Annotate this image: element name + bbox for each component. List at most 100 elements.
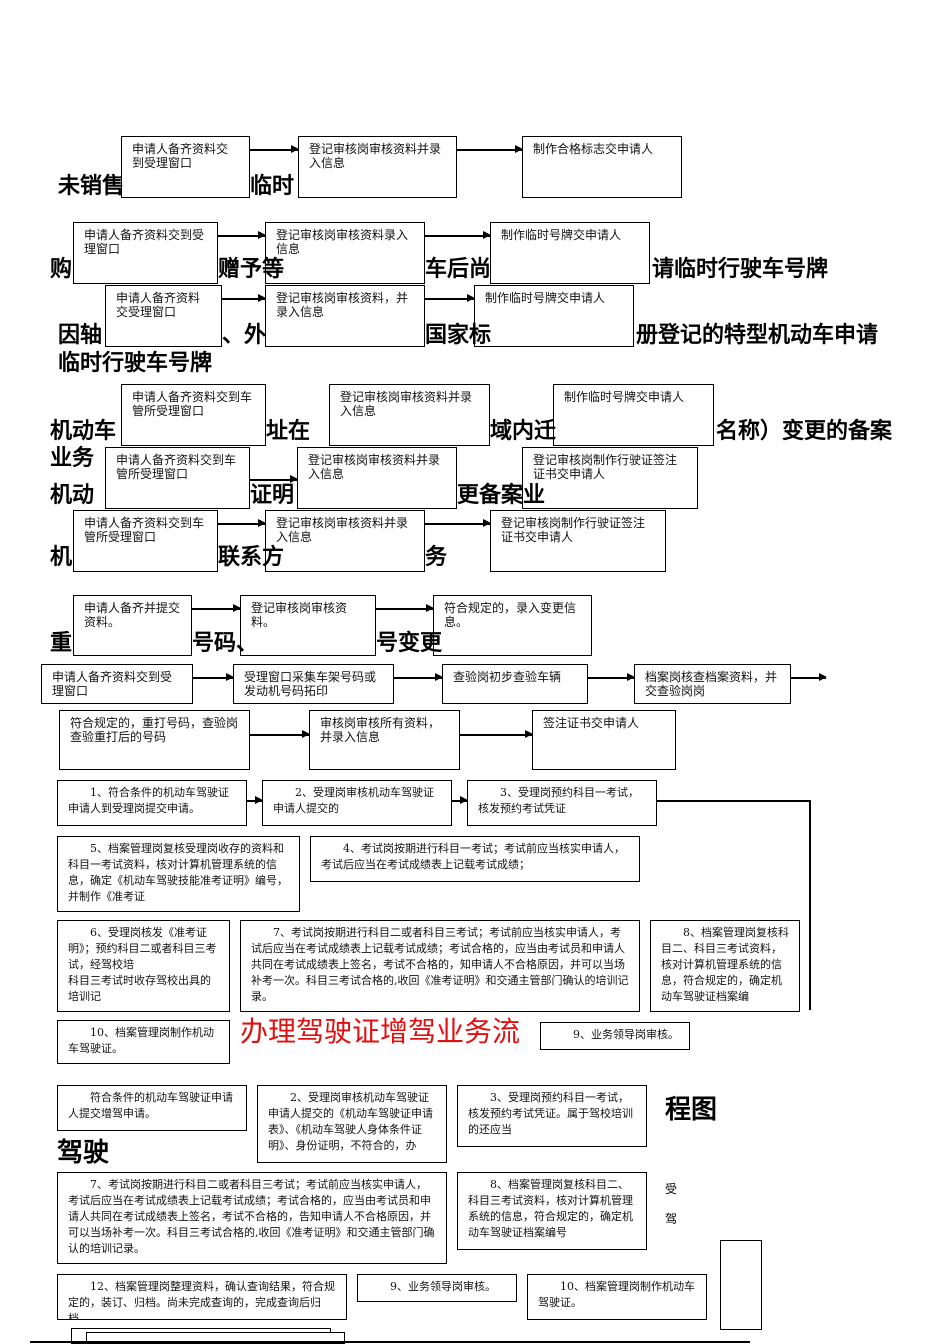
red-heading: 办理驾驶证增驾业务流: [240, 1015, 521, 1048]
heading-fragment: 机动: [50, 483, 95, 508]
arrow: [193, 674, 234, 680]
flow-box: 登记审核岗审核资料。: [240, 595, 376, 656]
heading-fragment: 册登记的特型机动车申请: [636, 323, 879, 348]
heading-fragment: 请临时行驶车号牌: [652, 257, 829, 282]
step-box-8: 8、档案管理岗复核科目二、科目三考试资料，核对计算机管理系统的信息，符合规定的，…: [650, 920, 800, 1012]
step-box-7: 7、考试岗按期进行科目二或者科目三考试；考试前应当核实申请人，考试后应当在考试成…: [240, 920, 640, 1012]
arrow: [791, 674, 827, 680]
heading-fragment: 驾驶: [57, 1138, 110, 1168]
heading-fragment: 址在: [266, 419, 311, 444]
flow-box: 登记审核岗审核资料并录入信息: [297, 447, 457, 509]
heading-fragment: 临时行驶车号牌: [58, 351, 213, 376]
heading-fragment: 临时: [250, 174, 295, 199]
flow-box: 符合规定的，重打号码，查验岗查验重打后的号码: [59, 710, 250, 770]
flow-box: 申请人备齐资料交受理窗口: [105, 285, 222, 347]
flow-box: 登记审核岗审核资料并录入信息: [329, 384, 490, 446]
text-fragment: 驾: [665, 1212, 678, 1226]
connector-line: [809, 800, 811, 1010]
flow-box: 登记审核岗审核资料录入信息: [265, 222, 425, 284]
heading-fragment: 购: [50, 257, 73, 282]
heading-fragment: 域内迁: [490, 419, 557, 444]
arrow: [425, 232, 491, 238]
heading-fragment: 重: [50, 631, 73, 656]
step-box-4: 4、考试岗按期进行科目一考试；考试前应当核实申请人，考试后应当在考试成绩表上记载…: [310, 836, 640, 882]
add-step-box-9: 9、业务领导岗审核。: [357, 1274, 517, 1302]
flow-box: 制作临时号牌交申请人: [553, 384, 714, 446]
flow-box: 申请人备齐并提交资料。: [73, 595, 192, 656]
arrow: [588, 674, 635, 680]
arrow: [394, 674, 443, 680]
flow-box: 制作合格标志交申请人: [522, 136, 682, 198]
arrow: [376, 605, 434, 611]
step-box-1: 1、符合条件的机动车驾驶证申请人到受理岗提交申请。: [57, 780, 247, 826]
heading-fragment: 、外: [222, 323, 267, 348]
heading-fragment: 名称）变更的备案: [716, 419, 893, 444]
arrow: [218, 232, 266, 238]
flow-box: 查验岗初步查验车辆: [442, 664, 588, 704]
add-step-box-10: 10、档案管理岗制作机动车驾驶证。: [527, 1274, 707, 1320]
arrow: [247, 797, 263, 803]
arrow: [460, 731, 533, 737]
flow-box: 档案岗核查档案资料，并交查验岗岗: [634, 664, 791, 704]
flow-box: 签注证书交申请人: [532, 710, 676, 770]
heading-fragment: 号变更: [376, 631, 443, 656]
bottom-line: [30, 1341, 750, 1343]
flow-box: 申请人备齐资料交到车管所受理窗口: [73, 510, 218, 572]
step-box-2: 2、受理岗审核机动车驾驶证申请人提交的: [262, 780, 452, 826]
arrow: [192, 605, 241, 611]
heading-fragment: 未销售: [58, 174, 125, 199]
heading-fragment: 赠予等: [218, 257, 285, 282]
heading-fragment: 机: [50, 545, 73, 570]
heading-fragment: 程图: [665, 1095, 718, 1125]
add-step-box-2: 2、受理岗审核机动车驾驶证申请人提交的《机动车驾驶证申请表》、《机动车驾驶人身体…: [257, 1085, 447, 1163]
flow-box: 受理窗口采集车架号码或发动机号码拓印: [233, 664, 394, 704]
flow-box: 申请人备齐资料交到受理窗口: [121, 136, 250, 198]
heading-fragment: 更备案业: [457, 483, 546, 508]
flow-box: 申请人备齐资料交到受理窗口: [73, 222, 218, 284]
flow-box: 申请人备齐资料交到受理窗口: [41, 664, 193, 704]
step-box-5: 5、档案管理岗复核受理岗收存的资料和科目一考试资料，核对计算机管理系统的信息，确…: [57, 836, 300, 912]
add-step-box-3: 3、受理岗预约科目一考试，核发预约考试凭证。属于驾校培训的还应当: [457, 1085, 647, 1147]
arrow: [222, 295, 266, 301]
step-box-3: 3、受理岗预约科目一考试，核发预约考试凭证: [467, 780, 657, 826]
flow-box: 登记审核岗审核资料并录入信息: [298, 136, 457, 198]
add-step-box-12: 12、档案管理岗整理资料，确认查询结果，符合规定的，装订、归档。尚未完成查询的，…: [57, 1274, 347, 1320]
flow-box: 登记审核岗制作行驶证签注证书交申请人: [522, 447, 698, 509]
arrow: [452, 797, 468, 803]
flow-box: 申请人备齐资料交到车管所受理窗口: [121, 384, 266, 446]
flow-box: 登记审核岗制作行驶证签注证书交申请人: [490, 510, 666, 572]
heading-fragment: 号码、: [192, 631, 259, 656]
arrow: [250, 476, 298, 482]
heading-fragment: 因轴: [58, 323, 103, 348]
arrow: [457, 146, 523, 152]
heading-fragment: 联系方: [218, 545, 285, 570]
flow-box: 登记审核岗审核资料，并录入信息: [265, 285, 425, 347]
add-step-box-8: 8、档案管理岗复核科目二、科目三考试资料，核对计算机管理系统的信息，符合规定的，…: [457, 1172, 647, 1250]
heading-fragment: 机动车: [50, 419, 117, 444]
heading-fragment: 车后尚: [425, 257, 492, 282]
step-box-9: 9、业务领导岗审核。: [540, 1022, 690, 1050]
heading-fragment: 务: [425, 545, 448, 570]
heading-fragment: 证明: [250, 483, 295, 508]
text-fragment: 受: [665, 1182, 678, 1196]
arrow: [250, 146, 299, 152]
arrow: [218, 520, 266, 526]
add-step-box-7: 7、考试岗按期进行科目二或者科目三考试；考试前应当核实申请人，考试后应当在考试成…: [57, 1172, 447, 1264]
step-box-10: 10、档案管理岗制作机动车驾驶证。: [57, 1020, 230, 1064]
flow-box: 登记审核岗审核资料并录入信息: [265, 510, 425, 572]
step-6-text: 6、受理岗核发《准考证明》；预约科目二或者科目三考试，经驾校培: [68, 926, 217, 971]
add-step-box-1: 符合条件的机动车驾驶证申请人提交增驾申请。: [57, 1085, 247, 1131]
arrow: [250, 731, 310, 737]
step-6-text-end: 科目三考试时收存驾校出具的培训记: [68, 974, 211, 1003]
heading-fragment: 业务: [50, 446, 95, 471]
flow-box: 符合规定的，录入变更信息。: [433, 595, 592, 656]
flow-box: 申请人备齐资料交到车管所受理窗口: [105, 447, 250, 509]
step-box-6: 6、受理岗核发《准考证明》；预约科目二或者科目三考试，经驾校培科目三考试时收存驾…: [57, 920, 230, 1012]
flow-box: 制作临时号牌交申请人: [474, 285, 634, 347]
connector-line: [657, 800, 810, 802]
arrow: [425, 295, 475, 301]
arrow: [425, 520, 491, 526]
flow-box: 审核岗审核所有资料，并录入信息: [309, 710, 460, 770]
heading-fragment: 国家标: [425, 323, 492, 348]
